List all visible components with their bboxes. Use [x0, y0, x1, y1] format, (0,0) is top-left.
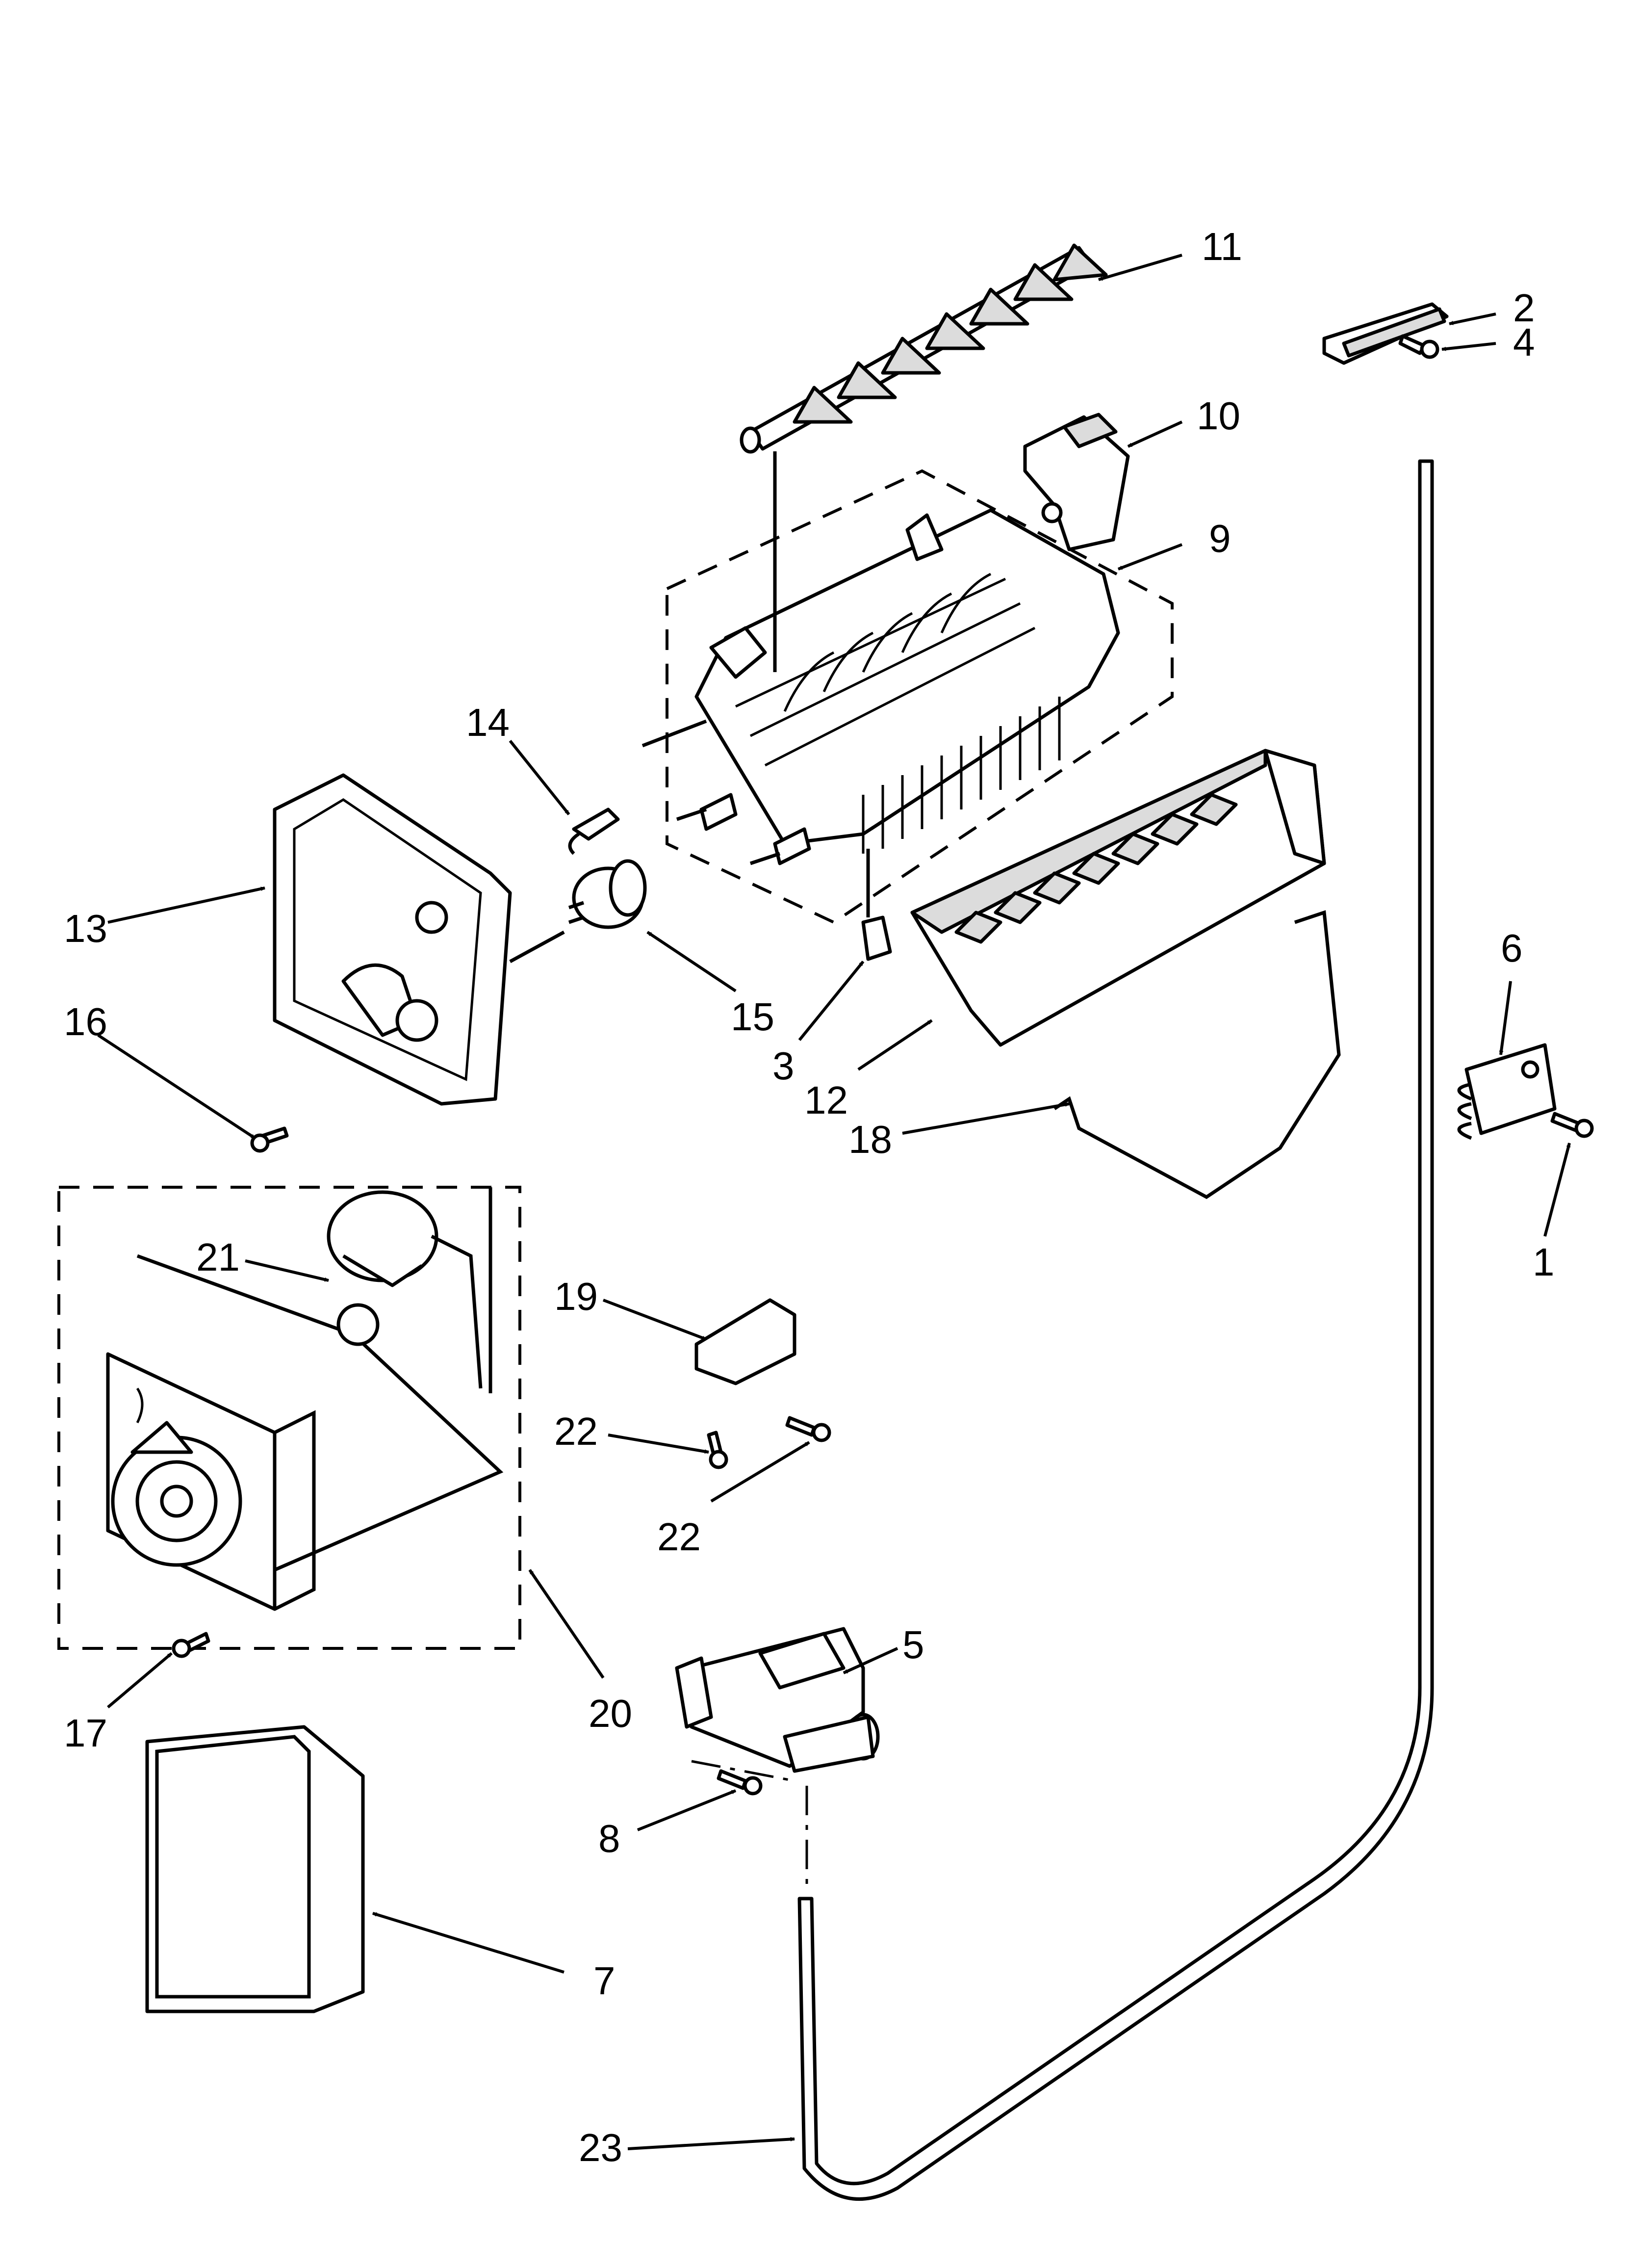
arrow-9: [1117, 543, 1183, 571]
callout-10: 10: [1197, 394, 1240, 438]
callout-15: 15: [731, 995, 774, 1039]
arrow-21: [245, 1259, 329, 1282]
callout-7: 7: [593, 1959, 616, 2003]
arrow-18: [902, 1102, 1070, 1135]
shutoff-arm-part: [1053, 910, 1341, 1199]
screw-4-part: [1398, 334, 1439, 359]
callout-5: 5: [902, 1623, 924, 1667]
callout-1: 1: [1533, 1240, 1555, 1284]
callout-12: 12: [804, 1078, 848, 1122]
arrow-11: [1098, 254, 1182, 281]
arrow-22b: [710, 1441, 810, 1503]
ice-mold-part: [641, 451, 1174, 924]
arrow-20: [528, 1569, 605, 1679]
clamp-6-part: [1457, 1043, 1557, 1140]
motor-21-part: [327, 1187, 492, 1393]
screw-22a-part: [707, 1431, 728, 1469]
arrow-2: [1449, 313, 1496, 325]
callout-18: 18: [848, 1118, 892, 1161]
thermostat-15-part: [568, 859, 647, 929]
clip-3-part: [861, 849, 892, 961]
module-20-part: [57, 1186, 521, 1650]
callout-22a: 22: [554, 1409, 598, 1453]
pad-7-part: [145, 1725, 365, 2013]
callout-13: 13: [64, 907, 107, 950]
arrow-7: [372, 1912, 564, 1974]
screw-8-part: [691, 1760, 795, 1796]
bracket-10-part: [1023, 413, 1130, 551]
callout-21: 21: [196, 1235, 240, 1279]
arrow-8: [637, 1789, 737, 1831]
housing-part: [273, 773, 565, 1106]
callout-19: 19: [554, 1275, 598, 1318]
callout-3: 3: [772, 1044, 795, 1088]
cover-19-part: [694, 1298, 796, 1385]
callout-6: 6: [1501, 926, 1523, 970]
callout-23: 23: [579, 2126, 622, 2169]
arrow-6: [1499, 981, 1512, 1055]
callout-9: 9: [1209, 517, 1231, 560]
callout-20: 20: [589, 1692, 632, 1735]
screw-1-part: [1550, 1112, 1594, 1138]
arrow-12: [857, 1019, 933, 1071]
arrow-23: [627, 2137, 795, 2150]
arrow-14: [509, 740, 570, 815]
arrow-3: [798, 961, 865, 1041]
callout-2: 2: [1513, 286, 1535, 330]
mounting-clip-part: [1322, 302, 1449, 365]
callout-22b: 22: [657, 1515, 701, 1559]
callout-4: 4: [1513, 320, 1535, 364]
arrow-10: [1127, 420, 1183, 448]
arrow-16: [97, 1034, 256, 1140]
callout-14: 14: [466, 701, 510, 744]
water-tube-23-part: [797, 459, 1434, 2201]
water-valve-5-part: [675, 1627, 880, 1773]
callout-16: 16: [64, 1000, 107, 1043]
ice-stripper-part: [910, 749, 1326, 1047]
arrow-4: [1441, 342, 1496, 351]
clip-14-part: [568, 808, 620, 855]
callout-11: 11: [1202, 225, 1242, 268]
callout-17: 17: [64, 1711, 107, 1755]
arrow-13: [107, 886, 265, 924]
arrow-17: [107, 1652, 173, 1709]
arrow-15: [646, 931, 737, 992]
arrow-1: [1543, 1143, 1571, 1237]
arrow-22a: [608, 1434, 709, 1454]
screw-22b-part: [785, 1416, 831, 1442]
callout-arrows: [97, 254, 1571, 2150]
callout-8: 8: [598, 1817, 620, 1860]
callout-labels: 11 2 4 10 9 14 13 15 16 3 12 18 6 1 21 1…: [64, 225, 1555, 2169]
ejector-shaft-part: [740, 243, 1108, 454]
screw-16-part: [250, 1126, 289, 1153]
arrow-19: [602, 1299, 707, 1341]
arrow-5: [843, 1647, 898, 1674]
screw-17-part: [172, 1632, 210, 1658]
